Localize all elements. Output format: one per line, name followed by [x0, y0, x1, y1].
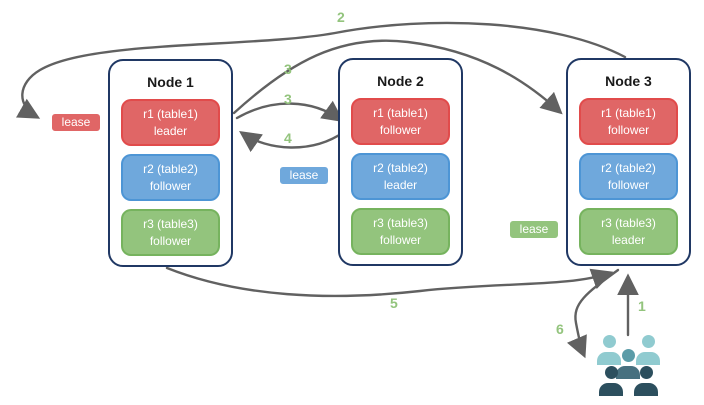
replica-role: follower — [379, 232, 422, 247]
lease-badge-table1: lease — [50, 112, 102, 133]
person-icon — [634, 366, 658, 396]
step-label-3a: 3 — [284, 61, 292, 77]
node-3: Node 3 r1 (table1) follower r2 (table2) … — [566, 58, 691, 266]
node-2-replica-r2: r2 (table2) leader — [351, 153, 450, 200]
replica-label: r2 (table2) — [601, 161, 656, 176]
lease-badge-table3: lease — [508, 219, 560, 240]
clients-group-icon — [596, 333, 664, 401]
replica-role: leader — [153, 123, 188, 138]
node-1-replica-r2: r2 (table2) follower — [121, 154, 220, 201]
replica-label: r2 (table2) — [373, 161, 428, 176]
step-label-1: 1 — [638, 298, 646, 314]
replica-label: r1 (table1) — [143, 107, 198, 122]
replica-role: leader — [383, 177, 418, 192]
person-icon — [597, 335, 621, 365]
node-3-replica-r3: r3 (table3) leader — [579, 208, 678, 255]
step-label-5: 5 — [390, 295, 398, 311]
node-2-replica-r3: r3 (table3) follower — [351, 208, 450, 255]
node-1-replica-r1: r1 (table1) leader — [121, 99, 220, 146]
node-1: Node 1 r1 (table1) leader r2 (table2) fo… — [108, 59, 233, 267]
arrow-step5-node1-to-node3 — [165, 266, 614, 298]
person-icon — [599, 366, 623, 396]
replica-role: follower — [379, 122, 422, 137]
arrow-step2-node3-to-lease1 — [16, 21, 627, 119]
node-3-title: Node 3 — [605, 73, 652, 89]
replica-role: follower — [149, 233, 192, 248]
replica-role: follower — [607, 177, 650, 192]
replica-label: r2 (table2) — [143, 162, 198, 177]
replica-label: r1 (table1) — [373, 106, 428, 121]
arrow-step4-node2-to-leader — [239, 130, 346, 153]
node-2-replica-r1: r1 (table1) follower — [351, 98, 450, 145]
node-3-replica-r2: r2 (table2) follower — [579, 153, 678, 200]
arrow-step6-node3-to-clients — [566, 268, 620, 359]
node-2: Node 2 r1 (table1) follower r2 (table2) … — [338, 58, 463, 266]
lease-badge-table2: lease — [278, 165, 330, 186]
step-label-6: 6 — [556, 321, 564, 337]
node-1-title: Node 1 — [147, 74, 194, 90]
replica-label: r3 (table3) — [143, 217, 198, 232]
person-icon — [636, 335, 660, 365]
node-3-replica-r1: r1 (table1) follower — [579, 98, 678, 145]
node-2-title: Node 2 — [377, 73, 424, 89]
step-label-2: 2 — [337, 9, 345, 25]
replica-label: r3 (table3) — [601, 216, 656, 231]
node-1-replica-r3: r3 (table3) follower — [121, 209, 220, 256]
replica-role: follower — [149, 178, 192, 193]
replica-label: r3 (table3) — [373, 216, 428, 231]
arrow-step3-leader-to-node3 — [232, 39, 563, 115]
person-icon — [616, 349, 640, 379]
arrow-step3-leader-to-node2 — [235, 100, 344, 123]
replica-role: follower — [607, 122, 650, 137]
step-label-3b: 3 — [284, 91, 292, 107]
step-label-4: 4 — [284, 130, 292, 146]
replica-role: leader — [611, 232, 646, 247]
replica-label: r1 (table1) — [601, 106, 656, 121]
